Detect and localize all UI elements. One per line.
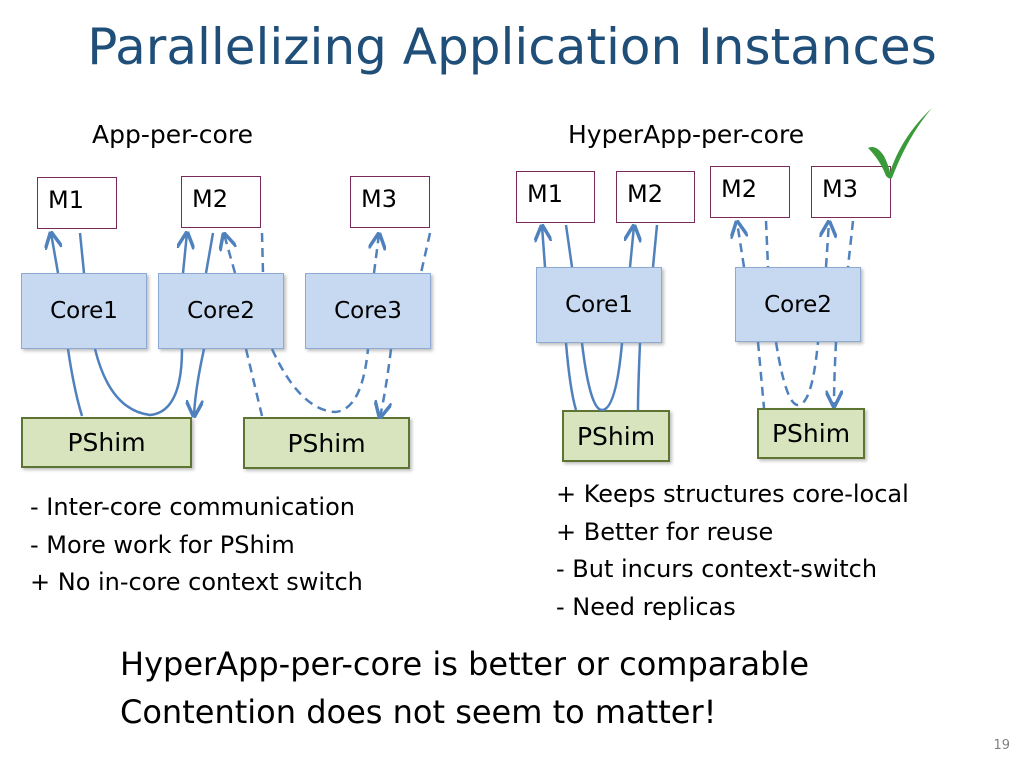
arrow: [78, 232, 86, 274]
left-pshim-2: PShim: [243, 417, 410, 469]
right-pshim-1: PShim: [562, 410, 670, 462]
arrow: [66, 348, 84, 417]
slide-title: Parallelizing Application Instances: [87, 18, 937, 76]
arrow: [826, 222, 829, 268]
arrow: [270, 348, 370, 414]
arrow: [636, 342, 642, 411]
arrow: [580, 342, 624, 412]
right-memory-m2-replica: M2: [710, 166, 790, 218]
conclusion-line: HyperApp-per-core is better or comparabl…: [120, 645, 810, 683]
right-heading: HyperApp-per-core: [568, 120, 805, 149]
arrow: [651, 224, 659, 268]
note-item: - But incurs context-switch: [556, 555, 878, 583]
arrow: [374, 234, 379, 274]
note-item: - Inter-core communication: [30, 493, 355, 521]
pshim-label: PShim: [67, 428, 146, 457]
right-notes: + Keeps structures core-local + Better f…: [556, 476, 909, 626]
arrow: [756, 341, 766, 409]
arrow: [630, 226, 634, 268]
right-core-1: Core1: [536, 267, 662, 343]
left-notes: - Inter-core communication - More work f…: [30, 489, 363, 602]
right-pshim-2: PShim: [757, 408, 865, 459]
arrow: [764, 220, 770, 268]
left-core-1: Core1: [21, 273, 147, 349]
note-item: - More work for PShim: [30, 530, 295, 559]
arrow: [542, 226, 545, 268]
checkmark-icon: [868, 108, 932, 179]
arrow: [380, 348, 393, 417]
core-label: Core2: [764, 291, 832, 318]
note-item: + No in-core context switch: [30, 568, 363, 596]
conclusion: HyperApp-per-core is better or comparabl…: [120, 640, 809, 736]
arrow: [564, 224, 574, 268]
core-label: Core3: [334, 298, 402, 324]
core-label: Core1: [50, 298, 118, 324]
arrow: [93, 348, 184, 417]
arrow: [737, 222, 744, 268]
arrow: [846, 220, 855, 268]
arrow: [194, 348, 206, 416]
pshim-label: PShim: [287, 428, 366, 458]
page-number: 19: [993, 738, 1010, 753]
core-label: Core2: [187, 298, 255, 324]
left-core-3: Core3: [305, 273, 431, 349]
core-label: Core1: [565, 292, 633, 318]
right-memory-m2: M2: [616, 171, 695, 223]
arrow: [834, 341, 836, 406]
arrow: [183, 233, 187, 274]
arrow: [204, 232, 215, 274]
arrow: [51, 233, 58, 274]
arrow: [774, 341, 820, 407]
left-heading: App-per-core: [92, 120, 253, 149]
left-memory-m2: M2: [181, 176, 261, 228]
right-memory-m1: M1: [516, 171, 595, 223]
pshim-label: PShim: [576, 421, 656, 451]
right-core-2: Core2: [735, 267, 861, 342]
note-item: + Better for reuse: [556, 517, 774, 546]
arrow: [224, 234, 235, 274]
left-memory-m1: M1: [37, 177, 117, 229]
left-pshim-1: PShim: [21, 417, 192, 468]
right-memory-m3: M3: [811, 166, 891, 218]
arrow: [564, 342, 578, 411]
pshim-label: PShim: [771, 419, 851, 448]
left-core-2: Core2: [158, 273, 284, 349]
note-item: - Need replicas: [556, 592, 736, 621]
note-item: + Keeps structures core-local: [556, 480, 909, 508]
conclusion-line: Contention does not seem to matter!: [120, 693, 717, 731]
left-memory-m3: M3: [350, 176, 430, 228]
arrow: [244, 348, 264, 417]
arrow: [419, 232, 432, 274]
arrow: [260, 232, 265, 274]
